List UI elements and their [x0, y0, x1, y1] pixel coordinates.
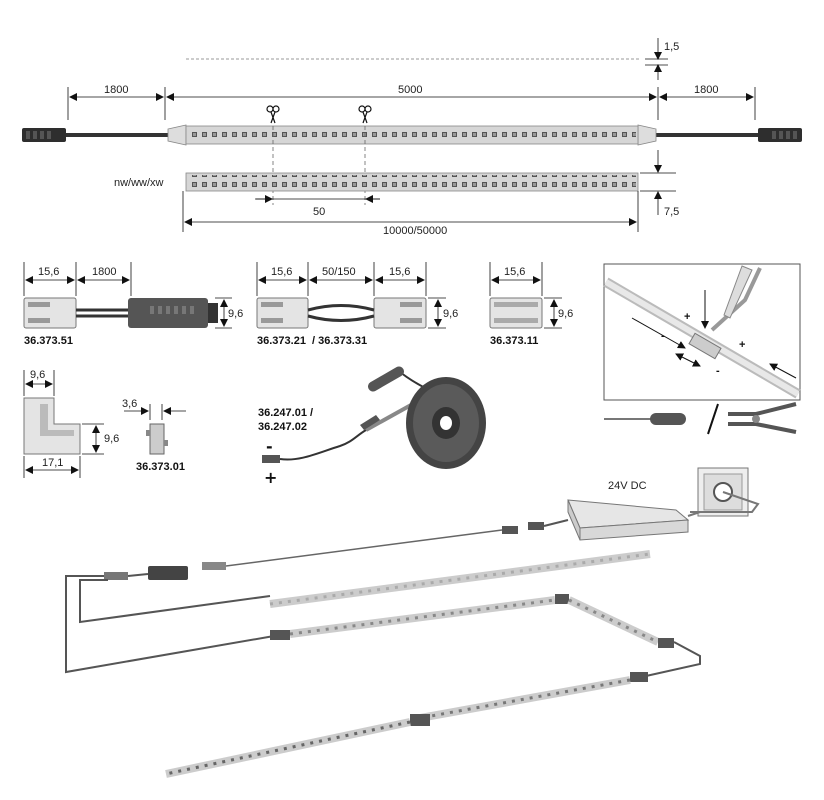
- strip-reel: [406, 377, 486, 469]
- p2-d1: 15,6: [271, 266, 292, 278]
- detail-plus-a: +: [684, 311, 690, 323]
- right-end-cap: [637, 124, 657, 146]
- flex-connector: [658, 638, 674, 648]
- lead-right-length: 1800: [694, 84, 718, 96]
- detail-plus-b: +: [739, 339, 745, 351]
- p2-d3: 15,6: [389, 266, 410, 278]
- p1-d2: 1800: [92, 266, 116, 278]
- lower-connector: [630, 672, 648, 682]
- solder-code-2: 36.247.02: [258, 421, 307, 433]
- inline-connector: [202, 562, 226, 570]
- power-supply: 24V DC: [567, 480, 701, 541]
- color-variants-label: nw/ww/xw: [114, 177, 164, 189]
- p1-h: 9,6: [228, 308, 243, 320]
- part-36-373-01: 3,6 36.373.01: [122, 398, 186, 473]
- psu-label: 24V DC: [608, 480, 647, 492]
- p2-code: 36.373.21 / 36.373.31: [257, 335, 367, 347]
- psu-socket: [502, 526, 518, 534]
- p1-d1: 15,6: [38, 266, 59, 278]
- strip-length: 5000: [398, 84, 422, 96]
- p2-d2: 50/150: [322, 266, 356, 278]
- left-end-cap: [167, 124, 187, 146]
- p2-h: 9,6: [443, 308, 458, 320]
- left-plug: [22, 128, 66, 142]
- middle-connector: [270, 630, 290, 640]
- roll-length-label: 10000/50000: [383, 225, 447, 237]
- right-plug: [758, 128, 802, 142]
- joint-connector: [410, 714, 430, 726]
- scissors-icon: [358, 105, 372, 124]
- installation-detail-box: + + - -: [603, 263, 801, 401]
- screwdriver-icon: [604, 413, 686, 425]
- wall-socket: [690, 467, 760, 517]
- solder-code-1: 36.247.01 /: [258, 407, 313, 419]
- plus-sign: +: [264, 468, 277, 487]
- corner-connector: [555, 594, 569, 604]
- part-36-373-11: 15,6 9,6 36.373.11: [489, 262, 573, 347]
- minus-sign: -: [266, 437, 273, 456]
- detail-minus-a: -: [661, 330, 665, 342]
- cut-interval-label: 50: [313, 206, 325, 218]
- p3-h: 9,6: [558, 308, 573, 320]
- psu-plug: [528, 522, 544, 530]
- pliers-icon: [728, 402, 797, 434]
- led-strip-top-leds: [188, 128, 636, 142]
- p3-d1: 15,6: [504, 266, 525, 278]
- distributor-plug: [104, 572, 128, 580]
- p4-w: 9,6: [30, 369, 45, 381]
- scissors-icon: [266, 105, 280, 124]
- part-36-373-51: 15,6 1800 9,6 36.373.51: [23, 262, 243, 347]
- p1-code: 36.373.51: [24, 335, 73, 347]
- lead-left-length: 1800: [104, 84, 128, 96]
- led-strip-roll-leds: [188, 175, 636, 189]
- separator-slash: [707, 403, 719, 435]
- p5-code: 36.373.01: [136, 461, 185, 473]
- thickness-label: 1,5: [664, 41, 679, 53]
- p3-code: 36.373.11: [490, 335, 538, 347]
- p4-w2: 17,1: [42, 457, 63, 469]
- roll-strip-assembly: nw/ww/xw 7,5 50 10000/50000: [114, 150, 679, 237]
- top-strip-assembly: 1,5 1800 5000 1800: [22, 38, 802, 205]
- solder-tool-group: 36.247.01 / 36.247.02 - +: [258, 366, 486, 487]
- strip-middle: [289, 596, 556, 638]
- part-corner: 9,6 9,6 17,1: [23, 369, 119, 478]
- p4-h: 9,6: [104, 433, 119, 445]
- part-36-373-21: 15,6 50/150 15,6 9,6 36.373.21 / 36.373.…: [256, 262, 458, 347]
- detail-minus-b: -: [716, 365, 720, 377]
- system-installation: 24V DC: [65, 467, 760, 778]
- strip-lower-right: [419, 676, 631, 722]
- inline-switch: [148, 566, 188, 580]
- width-label: 7,5: [664, 206, 679, 218]
- p5-w: 3,6: [122, 398, 137, 410]
